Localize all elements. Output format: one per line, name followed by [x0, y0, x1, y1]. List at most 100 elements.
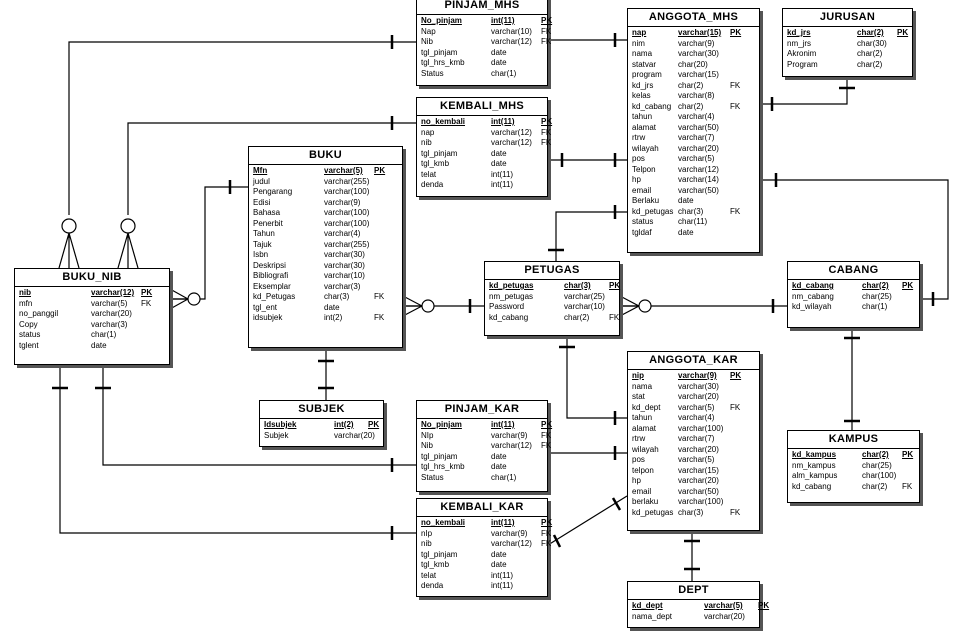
field-name: kd_dept	[632, 601, 663, 610]
field-type: varchar(5)	[678, 402, 715, 412]
field-name: kd_jrs	[632, 80, 654, 90]
field-name: wilayah	[632, 143, 659, 153]
field-type: char(30)	[857, 38, 887, 48]
field-name: tahun	[632, 112, 653, 121]
field-type: char(25)	[862, 291, 892, 301]
field-type: varchar(20)	[704, 611, 745, 621]
field-name: Subjek	[264, 430, 289, 440]
field-name: Nib	[421, 441, 434, 450]
field-type: varchar(30)	[678, 381, 719, 391]
field-name: kd_cabang	[792, 281, 834, 290]
field-name: Telpon	[632, 164, 656, 174]
field-name: No_pinjam	[421, 16, 462, 25]
field-type: varchar(10)	[324, 271, 365, 280]
field-type: date	[491, 159, 507, 168]
field-type: varchar(20)	[91, 309, 132, 318]
field-key-note: PK	[541, 420, 553, 429]
field-name: nm_cabang	[792, 291, 834, 301]
field-name: rtrw	[632, 133, 646, 142]
entity-field: tgl_kmb date	[421, 159, 543, 170]
field-name: program	[632, 70, 662, 79]
entity-title: JURUSAN	[783, 9, 912, 27]
entity-title: SUBJEK	[260, 401, 383, 419]
field-name: nm_petugas	[489, 291, 534, 301]
field-type: char(3)	[678, 507, 704, 517]
field-key-note: FK	[902, 481, 913, 491]
field-name: stat	[632, 392, 645, 401]
field-type: varchar(50)	[678, 185, 719, 195]
field-key-note: PK	[541, 16, 553, 25]
field-type: varchar(5)	[678, 154, 715, 163]
field-name: Status	[421, 472, 444, 482]
field-key-note: FK	[730, 80, 741, 90]
field-name: kd_cabang	[632, 101, 672, 111]
rel-bukunib-pinjamkar	[102, 365, 416, 466]
field-name: rtrw	[632, 434, 646, 443]
field-name: tgl_hrs_kmb	[421, 462, 465, 471]
field-type: varchar(5)	[678, 455, 715, 464]
field-key-note: FK	[730, 101, 741, 111]
field-name: nm_kampus	[792, 460, 836, 470]
field-name: nap	[632, 28, 647, 37]
field-name: tgl_kmb	[421, 159, 450, 168]
field-type: date	[324, 302, 340, 312]
field-type: char(100)	[862, 471, 897, 480]
field-type: varchar(100)	[324, 187, 370, 196]
field-type: varchar(255)	[324, 176, 370, 186]
field-name: kelas	[632, 91, 651, 100]
field-type: varchar(12)	[491, 37, 532, 46]
field-name: kd_cabang	[792, 481, 832, 491]
field-key-note: FK	[541, 539, 552, 548]
field-name: Isbn	[253, 250, 269, 259]
field-type: varchar(9)	[491, 430, 528, 440]
field-name: idsubjek	[253, 313, 283, 322]
field-key-note: FK	[730, 507, 741, 517]
field-name: alamat	[632, 122, 657, 132]
field-key-note: FK	[730, 206, 741, 216]
field-name: no_kembali	[421, 518, 466, 527]
field-name: alm_kampus	[792, 471, 838, 480]
field-type: int(2)	[334, 420, 354, 429]
field-name: tgl_ent	[253, 302, 278, 312]
field-type: int(11)	[491, 117, 515, 126]
field-name: nib	[421, 138, 432, 147]
rel-petugas-anggotamhs	[555, 211, 627, 262]
field-type: date	[678, 196, 694, 205]
field-name: pos	[632, 154, 645, 163]
field-key-note: PK	[541, 117, 553, 126]
rel-bukunib-kembalimhs	[127, 122, 416, 215]
